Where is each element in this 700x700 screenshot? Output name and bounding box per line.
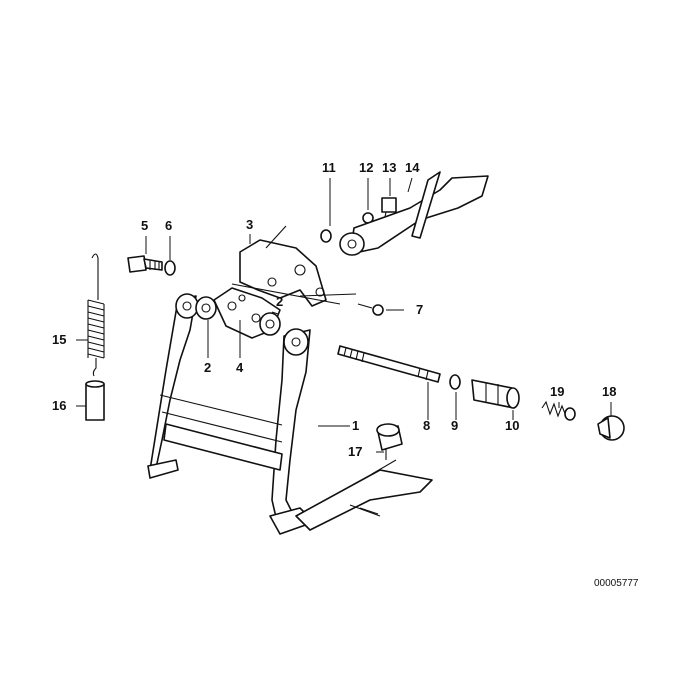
washer bbox=[164, 260, 176, 276]
callout-14: 14 bbox=[405, 160, 420, 175]
leader-2b bbox=[271, 311, 279, 315]
threaded-rod bbox=[337, 345, 441, 383]
small-screw bbox=[357, 303, 384, 316]
callout-19: 19 bbox=[550, 384, 565, 399]
mounting-bracket bbox=[231, 225, 357, 307]
drawing-id: 00005777 bbox=[594, 578, 639, 589]
small-spring bbox=[541, 400, 576, 421]
callout-16: 16 bbox=[52, 398, 67, 413]
callout-13: 13 bbox=[382, 160, 397, 175]
callout-18: 18 bbox=[602, 384, 617, 399]
end-cap bbox=[597, 415, 625, 441]
ring-washer bbox=[449, 374, 461, 390]
callout-8: 8 bbox=[423, 418, 431, 433]
callout-17: 17 bbox=[348, 444, 363, 459]
callout-6: 6 bbox=[165, 218, 173, 233]
callout-7: 7 bbox=[416, 302, 424, 317]
callout-5: 5 bbox=[141, 218, 149, 233]
callout-1: 1 bbox=[352, 418, 360, 433]
callout-3: 3 bbox=[246, 217, 254, 232]
main-stand bbox=[147, 293, 433, 535]
callout-4: 4 bbox=[236, 360, 244, 375]
callout-11: 11 bbox=[322, 160, 336, 175]
return-spring bbox=[87, 253, 105, 377]
callout-9: 9 bbox=[451, 418, 459, 433]
callout-15: 15 bbox=[52, 332, 67, 347]
callout-2-left: 2 bbox=[204, 360, 212, 375]
sleeve bbox=[471, 379, 520, 409]
spring-sleeve bbox=[85, 380, 105, 421]
pin-right bbox=[259, 312, 281, 336]
leader-lines bbox=[76, 177, 612, 453]
rubber-buffer bbox=[376, 423, 403, 460]
callout-12: 12 bbox=[359, 160, 374, 175]
callout-10: 10 bbox=[505, 418, 520, 433]
pin-left bbox=[195, 296, 217, 320]
foot-lever bbox=[339, 171, 489, 256]
screw bbox=[127, 255, 163, 273]
callout-2-right: 2 bbox=[276, 294, 284, 309]
leader-14 bbox=[407, 177, 413, 193]
bushing bbox=[320, 229, 332, 243]
